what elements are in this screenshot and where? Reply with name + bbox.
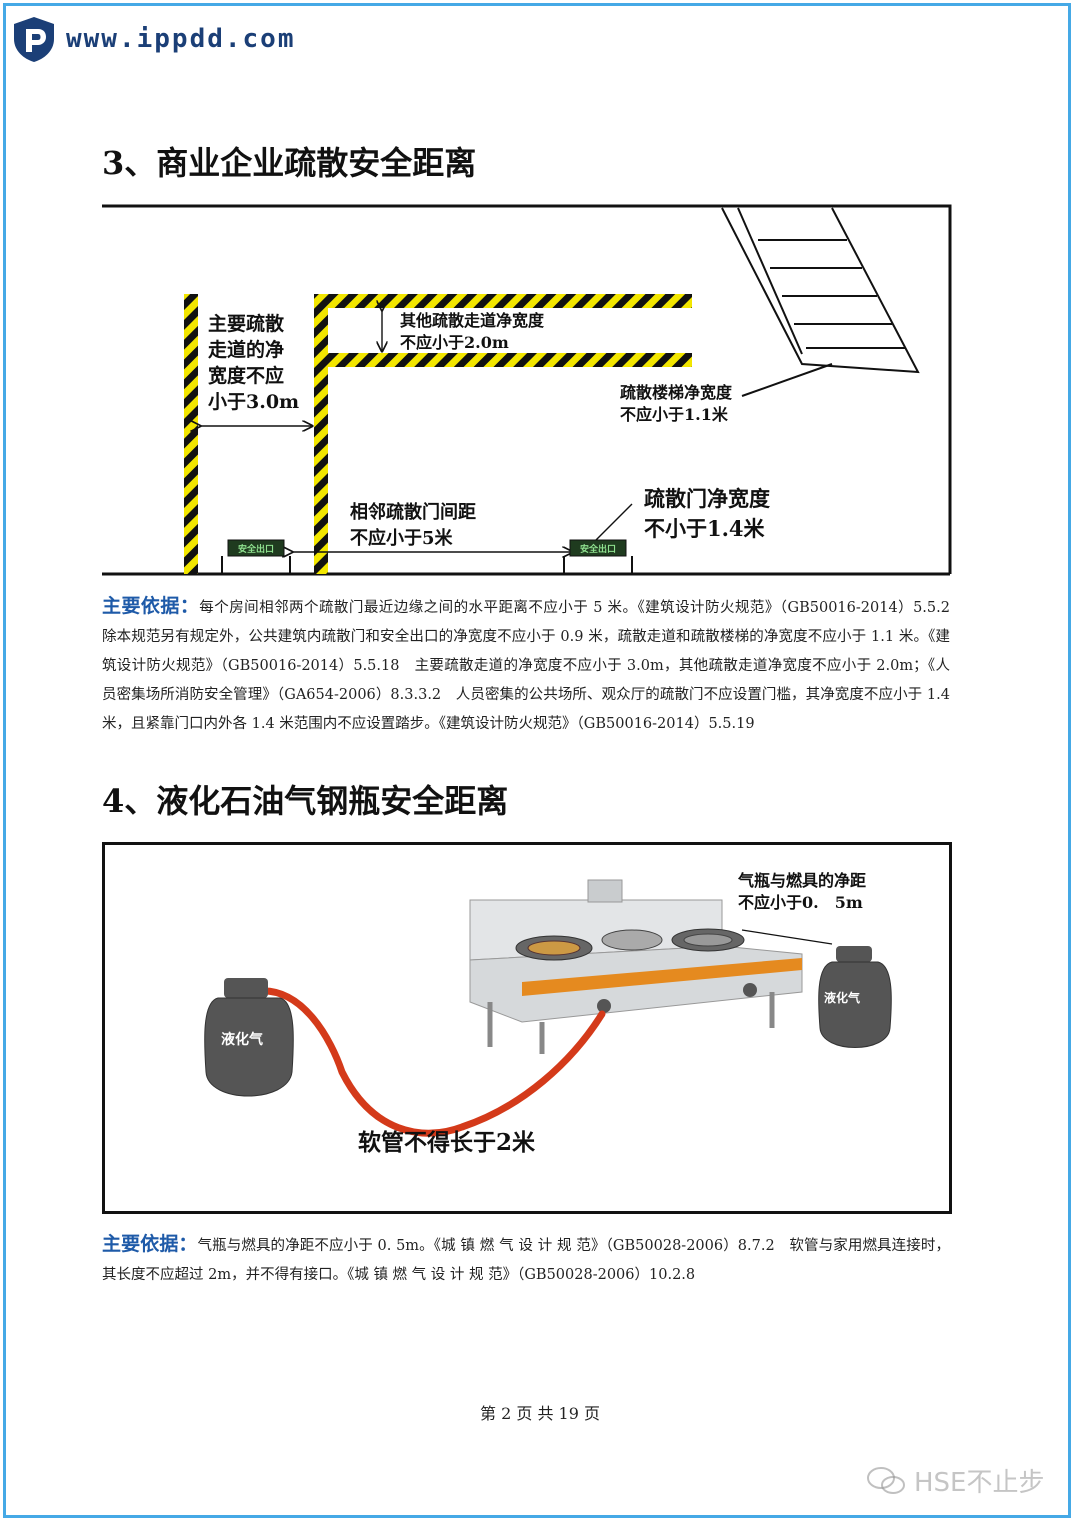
site-logo-icon: [14, 17, 54, 62]
lpg-diagram: 液化气 液化气 气瓶与燃具的净距 不应小于0. 5m 软管不得长于2米: [102, 842, 952, 1214]
svg-text:宽度不应: 宽度不应: [208, 364, 284, 387]
svg-text:疏散楼梯净宽度: 疏散楼梯净宽度: [620, 383, 733, 402]
section-4-basis: 主要依据：气瓶与燃具的净距不应小于 0. 5m。《城 镇 燃 气 设 计 规 范…: [102, 1230, 950, 1290]
hose: [248, 987, 606, 1137]
svg-text:疏散门净宽度: 疏散门净宽度: [644, 486, 770, 511]
hazard-wall-left: [184, 294, 198, 574]
svg-text:小于3.0m: 小于3.0m: [208, 391, 299, 413]
page-border: [3, 3, 1071, 1518]
section-3-title: 3、商业企业疏散安全距离: [102, 144, 477, 182]
stair-label: 疏散楼梯净宽度 不应小于1.1米: [620, 383, 733, 424]
svg-text:走道的净: 走道的净: [208, 338, 284, 361]
svg-text:相邻疏散门间距: 相邻疏散门间距: [350, 501, 476, 523]
wechat-icon: [867, 1466, 905, 1494]
hazard-wall-top: [328, 294, 692, 308]
svg-text:不应小于1.1米: 不应小于1.1米: [620, 405, 729, 424]
basis-text: 每个房间相邻两个疏散门最近边缘之间的水平距离不应小于 5 米。《建筑设计防火规范…: [102, 600, 965, 732]
lpg-cylinder-left: 液化气: [204, 978, 294, 1097]
hazard-wall-middle: [314, 294, 328, 574]
section-3-basis: 主要依据：每个房间相邻两个疏散门最近边缘之间的水平距离不应小于 5 米。《建筑设…: [102, 592, 964, 739]
svg-text:不应小于0. 5m: 不应小于0. 5m: [738, 893, 863, 912]
stove-drawing: [469, 879, 803, 1054]
svg-text:不应小于2.0m: 不应小于2.0m: [400, 333, 509, 352]
door-spacing-label: 相邻疏散门间距 不应小于5米: [350, 501, 476, 549]
svg-text:安全出口: 安全出口: [580, 543, 616, 555]
main-corridor-label: 主要疏散 走道的净 宽度不应 小于3.0m: [208, 312, 299, 413]
basis-text: 气瓶与燃具的净距不应小于 0. 5m。《城 镇 燃 气 设 计 规 范》（GB5…: [102, 1238, 950, 1283]
watermark-text: HSE不止步: [914, 1468, 1045, 1498]
other-corridor-label: 其他疏散走道净宽度 不应小于2.0m: [400, 311, 545, 352]
basis-label: 主要依据：: [102, 1233, 198, 1255]
section-4-title: 4、液化石油气钢瓶安全距离: [102, 782, 509, 820]
stair-drawing: [721, 207, 920, 397]
svg-text:液化气: 液化气: [221, 1031, 263, 1048]
svg-text:主要疏散: 主要疏散: [208, 312, 284, 335]
page-number: 第 2 页 共 19 页: [480, 1404, 600, 1423]
svg-text:安全出口: 安全出口: [238, 543, 274, 555]
lpg-cylinder-right: 液化气: [818, 946, 892, 1048]
svg-text:不小于1.4米: 不小于1.4米: [644, 516, 766, 541]
watermark: HSE不止步: [866, 1462, 1044, 1499]
hose-label: 软管不得长于2米: [358, 1129, 536, 1156]
distance-label: 气瓶与燃具的净距 不应小于0. 5m: [737, 871, 866, 912]
door-width-label: 疏散门净宽度 不小于1.4米: [644, 486, 770, 541]
site-url[interactable]: www.ippdd.com: [66, 24, 296, 54]
svg-text:不应小于5米: 不应小于5米: [350, 527, 454, 549]
hazard-wall-lower: [328, 353, 692, 367]
basis-label: 主要依据：: [102, 595, 200, 617]
site-header: www.ippdd.com: [10, 14, 296, 64]
exit-sign-left: 安全出口: [221, 539, 291, 574]
exit-sign-right: 安全出口: [563, 539, 633, 574]
svg-text:液化气: 液化气: [824, 990, 860, 1005]
evacuation-diagram: 安全出口 安全出口 主要疏散 走道的净 宽度不应 小于3.0m 其他疏散走道净宽…: [102, 204, 952, 576]
svg-text:气瓶与燃具的净距: 气瓶与燃具的净距: [737, 871, 866, 890]
svg-text:其他疏散走道净宽度: 其他疏散走道净宽度: [400, 311, 545, 330]
